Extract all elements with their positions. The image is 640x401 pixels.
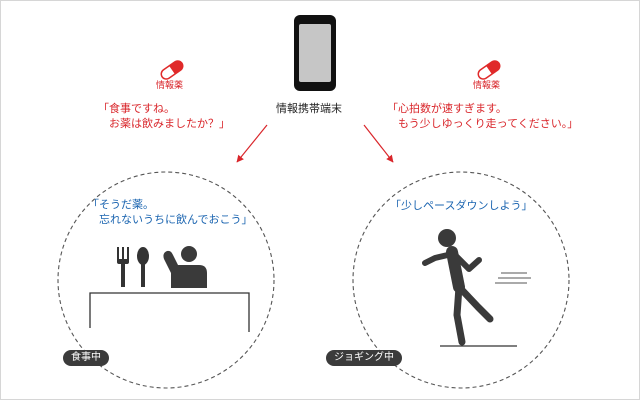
right-message-line-1: 「心拍数が速すぎます。: [387, 102, 507, 115]
speed-lines: [495, 272, 531, 284]
right-message-line-2: もう少しゆっくり走ってください。」: [387, 117, 579, 130]
person-icon: [163, 246, 207, 288]
fork-spoon-icon: [117, 247, 149, 287]
left-tag-label: 情報薬: [156, 81, 184, 91]
meal-status-badge: 食事中: [63, 350, 109, 366]
smartphone-icon: [294, 15, 336, 91]
device-label: 情報携帯端末: [276, 102, 342, 115]
jogging-status-badge: ジョギング中: [326, 350, 402, 366]
meal-speech-line-1: 「そうだ薬。: [88, 198, 154, 211]
left-message-line-2: お薬は飲みましたか？」: [98, 117, 230, 130]
pill-icon: [160, 60, 184, 80]
left-message-line-1: 「食事ですね。: [98, 102, 175, 115]
arrow-to-jogging-scene: [363, 124, 394, 163]
pill-icon: [477, 60, 501, 80]
runner-icon: [422, 229, 494, 346]
meal-speech-line-2: 忘れないうちに飲んでおこう」: [88, 213, 253, 226]
meal-scene-circle: [57, 171, 275, 389]
table-outline: [89, 292, 250, 332]
jogging-scene-circle: [352, 171, 570, 389]
right-tag-label: 情報薬: [473, 81, 501, 91]
jogging-speech-line-1: 「少しペースダウンしよう」: [390, 199, 533, 212]
arrow-to-meal-scene: [236, 124, 268, 163]
